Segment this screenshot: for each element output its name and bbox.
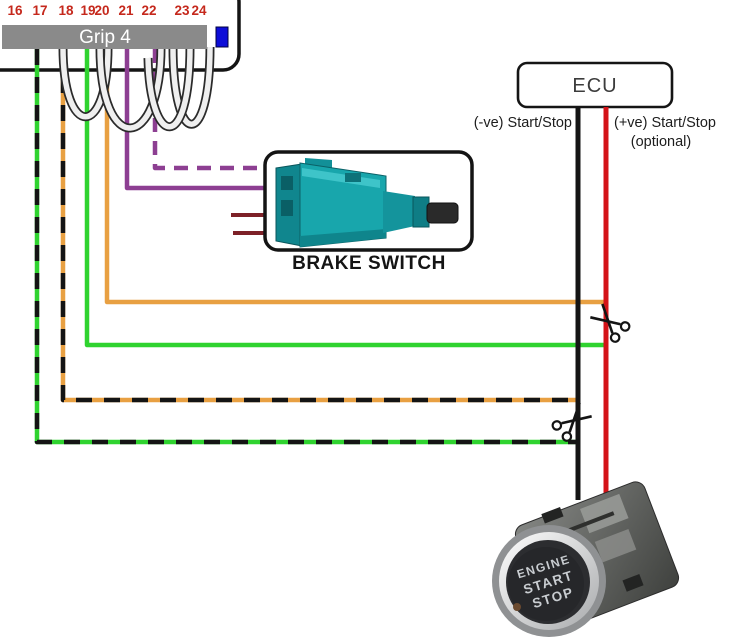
grip-bar <box>2 25 207 49</box>
wire-loop <box>95 46 166 133</box>
brake-switch-socket <box>281 200 293 216</box>
slack-wire-loops <box>58 46 215 133</box>
wire-loop <box>168 46 215 129</box>
positive-wire-note: (optional) <box>631 134 691 150</box>
start-button-tab <box>541 507 564 524</box>
wire-pin22-purple-dashed <box>152 49 266 171</box>
pin-number-24: 24 <box>191 3 207 18</box>
brake-switch-body-shade <box>300 229 386 247</box>
start-button-image: ENGINE START STOP <box>492 481 680 637</box>
wire-pin18-black-dash <box>60 49 578 403</box>
pin-number-16: 16 <box>7 3 23 18</box>
ecu-box <box>516 61 674 109</box>
brake-switch-highlight <box>302 168 380 188</box>
grip-bar-label: Grip 4 <box>79 27 131 48</box>
pin-number-20: 20 <box>94 3 109 18</box>
brake-switch-socket <box>281 176 293 190</box>
brake-switch-label: BRAKE SWITCH <box>292 253 446 274</box>
start-button-tab <box>622 574 644 592</box>
connector-wires <box>34 49 606 445</box>
brake-switch-detail <box>345 173 361 182</box>
wire-pin20-orange <box>104 49 606 305</box>
connector-key-blue <box>215 26 229 48</box>
brake-switch-plunger <box>426 202 459 224</box>
pin-number-18: 18 <box>58 3 74 18</box>
wire-pin19-green <box>84 49 606 348</box>
ecu-label: ECU <box>572 75 617 97</box>
negative-wire-label: (-ve) Start/Stop <box>474 115 572 131</box>
scissors-icon <box>551 402 592 442</box>
pin-number-19: 19 <box>80 3 95 18</box>
wire-loop <box>143 46 195 132</box>
brake-switch-neck <box>383 191 415 233</box>
positive-wire-label: (+ve) Start/Stop <box>614 115 716 131</box>
wire-pin17-black-dash <box>34 49 578 445</box>
pin-number-22: 22 <box>141 3 156 18</box>
start-button-label-patch <box>594 528 637 563</box>
pin-numbers: 16 17 18 19 20 21 22 23 24 <box>7 3 207 18</box>
wire-pin21-purple <box>124 49 266 191</box>
brake-switch-image <box>275 158 459 248</box>
pin-number-17: 17 <box>32 3 47 18</box>
pin-number-21: 21 <box>118 3 134 18</box>
start-button-contact-dot <box>513 603 521 611</box>
start-button-face-shade <box>508 547 584 621</box>
scissors-icon <box>590 303 631 343</box>
pin-number-23: 23 <box>174 3 190 18</box>
